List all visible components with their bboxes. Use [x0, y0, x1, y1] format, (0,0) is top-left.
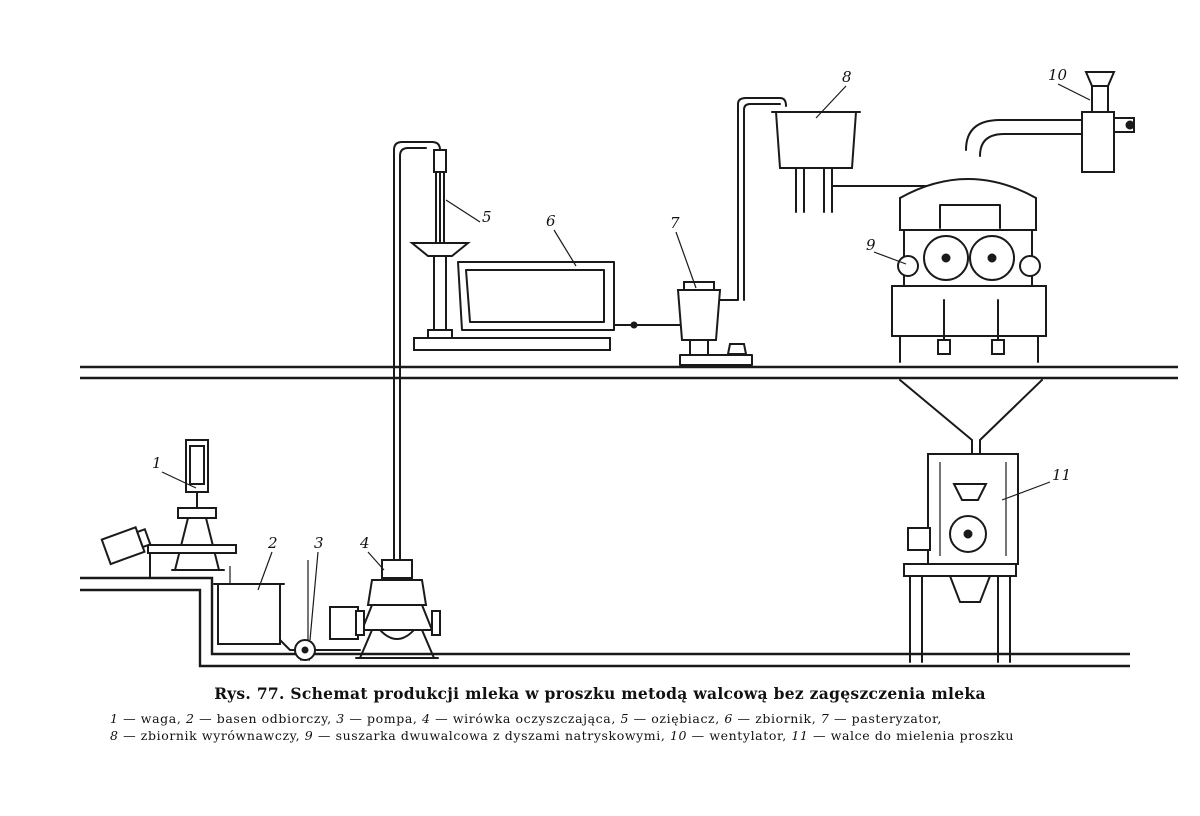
legend-text: — walce do mielenia proszku — [808, 728, 1014, 743]
legend-text: — pompa, — [344, 711, 423, 726]
callout-5: 5 — [482, 208, 492, 226]
legend-text: — waga, — [118, 711, 186, 726]
legend-text: — oziębiacz, — [629, 711, 725, 726]
callout-1: 1 — [152, 454, 162, 472]
legend-text: — wirówka oczyszczająca, — [430, 711, 621, 726]
callout-8: 8 — [842, 68, 852, 86]
legend-num: 7 — [820, 711, 830, 726]
callout-9: 9 — [866, 236, 876, 254]
receiving-tank-2 — [213, 566, 301, 651]
figure-caption-title: Rys. 77. Schemat produkcji mleka w prosz… — [214, 684, 986, 703]
legend-text: — basen odbiorczy, — [194, 711, 337, 726]
callout-3: 3 — [314, 534, 324, 552]
legend-text: — zbiornik wyrównawczy, — [118, 728, 305, 743]
legend-num: 5 — [620, 711, 630, 726]
callout-4: 4 — [359, 534, 370, 552]
legend-num: 3 — [336, 711, 345, 726]
drum-dryer-9 — [891, 119, 1083, 363]
cooler-5 — [409, 149, 471, 339]
figure-legend: 1 — waga, 2 — basen odbiorczy, 3 — pompa… — [110, 710, 1150, 744]
pump-3 — [294, 560, 361, 661]
callout-11: 11 — [1052, 466, 1071, 484]
legend-num: 1 — [110, 711, 119, 726]
callout-10: 10 — [1048, 66, 1068, 84]
hopper — [899, 379, 1043, 463]
legend-line-1: 1 — waga, 2 — basen odbiorczy, 3 — pompa… — [110, 710, 1150, 727]
callout-7: 7 — [670, 214, 680, 232]
legend-num: 8 — [110, 728, 119, 743]
centrifuge-4 — [329, 559, 441, 659]
legend-text: — suszarka dwuwalcowa z dyszami natrysko… — [313, 728, 670, 743]
legend-num: 4 — [422, 711, 431, 726]
riser-pipe — [393, 141, 441, 561]
callout-numbers: 1 2 3 4 5 6 7 8 9 10 11 — [152, 66, 1071, 552]
callout-2: 2 — [267, 534, 278, 552]
mill-rollers-11 — [903, 453, 1019, 663]
lower-floor — [80, 576, 1130, 668]
balance-tank-8 — [771, 111, 931, 213]
upper-floor — [80, 365, 1178, 380]
legend-num: 9 — [304, 728, 314, 743]
pasteurizer-7 — [676, 97, 787, 366]
legend-num: 2 — [185, 711, 195, 726]
legend-text: — zbiornik, — [732, 711, 821, 726]
tank-6 — [413, 261, 681, 351]
schematic-drawing: 1 2 3 4 5 6 7 8 9 10 11 — [80, 66, 1178, 668]
fan-10 — [1081, 71, 1135, 173]
callout-leaders — [161, 83, 1091, 641]
scale-1 — [100, 439, 237, 579]
legend-num: 11 — [791, 728, 809, 743]
legend-num: 10 — [670, 728, 688, 743]
legend-text: — wentylator, — [687, 728, 792, 743]
legend-text: — pasteryzator, — [829, 711, 942, 726]
legend-line-2: 8 — zbiornik wyrównawczy, 9 — suszarka d… — [110, 727, 1150, 744]
legend-num: 6 — [724, 711, 733, 726]
callout-6: 6 — [546, 212, 556, 230]
